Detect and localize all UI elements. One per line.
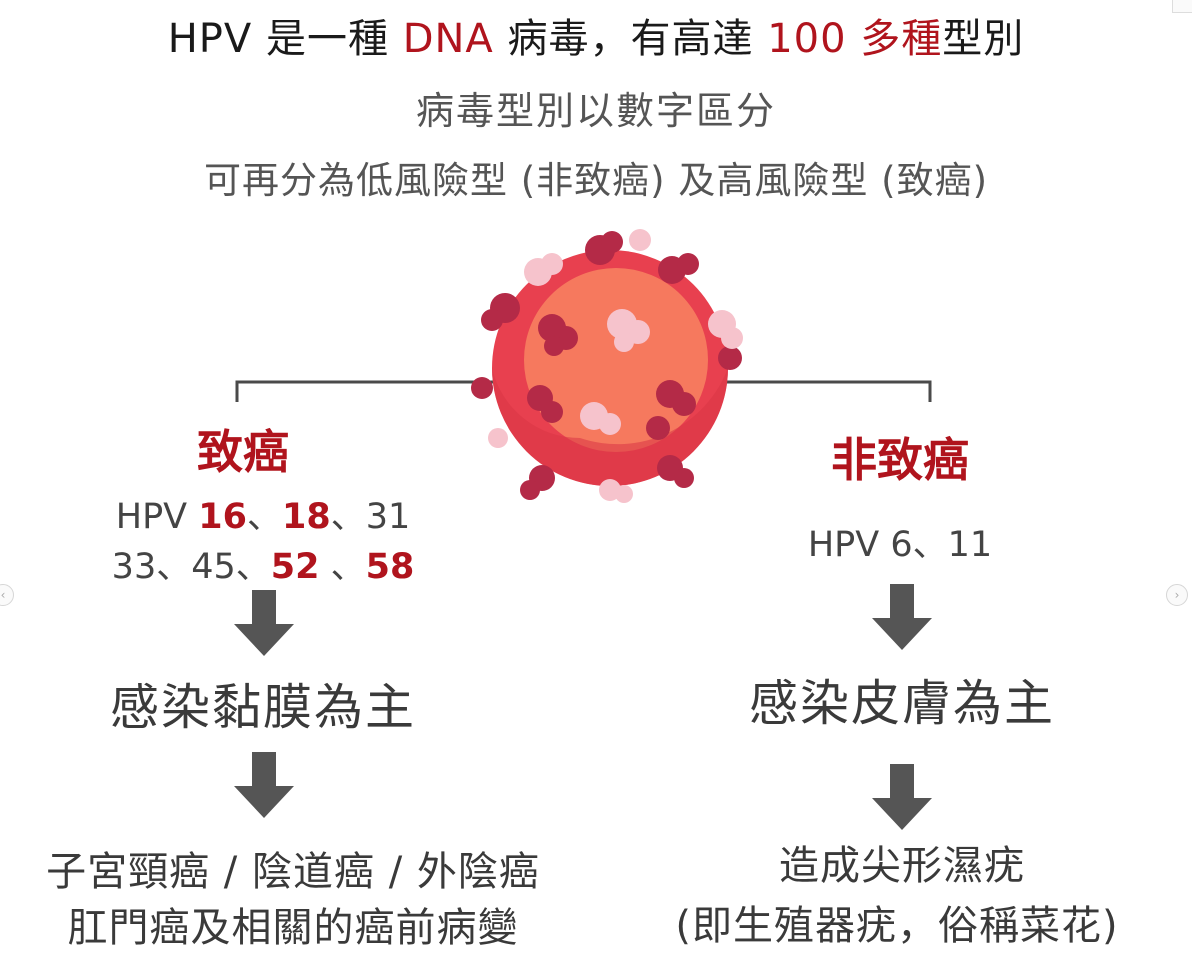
non-carcinogenic-infection-site: 感染皮膚為主: [748, 675, 1055, 732]
type-label: HPV: [115, 497, 199, 537]
down-arrow-icon: [872, 764, 932, 830]
subtitle-numbering: 病毒型別以數字區分: [415, 89, 776, 133]
type-31: 、31: [330, 497, 411, 537]
title-part: 型別: [942, 16, 1025, 62]
down-arrow-icon: [234, 752, 294, 818]
down-arrow-icon: [872, 584, 932, 650]
non-carcinogenic-types: HPV 6、11: [807, 525, 993, 565]
carcinogenic-heading: 致癌: [197, 425, 289, 479]
carcinogenic-types-line2: 33、45、52 、58: [43, 538, 483, 589]
carcinogenic-types-line1: HPV 16、18、31: [43, 488, 483, 539]
title-highlight-dna: DNA: [402, 16, 494, 62]
separator: 、: [246, 497, 282, 537]
title-highlight-count: 100 多種: [767, 16, 943, 62]
carcinogenic-result-line1: 子宮頸癌 / 陰道癌 / 外陰癌: [46, 849, 540, 895]
type-18: 18: [281, 497, 331, 537]
title-part: HPV 是一種: [167, 16, 403, 62]
non-carcinogenic-result-line2: (即生殖器疣，俗稱菜花): [675, 903, 1119, 949]
title-part: 病毒，有高達: [493, 16, 768, 62]
virus-icon: [471, 229, 743, 503]
carcinogenic-infection-site: 感染黏膜為主: [109, 679, 416, 736]
type-58: 58: [365, 547, 415, 587]
corner-handle: [1172, 0, 1192, 13]
non-carcinogenic-result-line1: 造成尖形濕疣: [779, 843, 1025, 889]
chevron-right-icon[interactable]: ›: [1166, 584, 1188, 606]
separator: 、: [319, 547, 366, 587]
type-33-45: 33、45、: [111, 547, 271, 587]
non-carcinogenic-heading: 非致癌: [831, 433, 969, 487]
page-title: HPV 是一種 DNA 病毒，有高達 100 多種型別: [0, 6, 1192, 64]
down-arrow-icon: [234, 590, 294, 656]
subtitle-risk-classes: 可再分為低風險型 (非致癌) 及高風險型 (致癌): [203, 159, 989, 202]
carcinogenic-result-line2: 肛門癌及相關的癌前病變: [67, 905, 519, 951]
type-52: 52: [270, 547, 320, 587]
type-16: 16: [198, 497, 247, 537]
